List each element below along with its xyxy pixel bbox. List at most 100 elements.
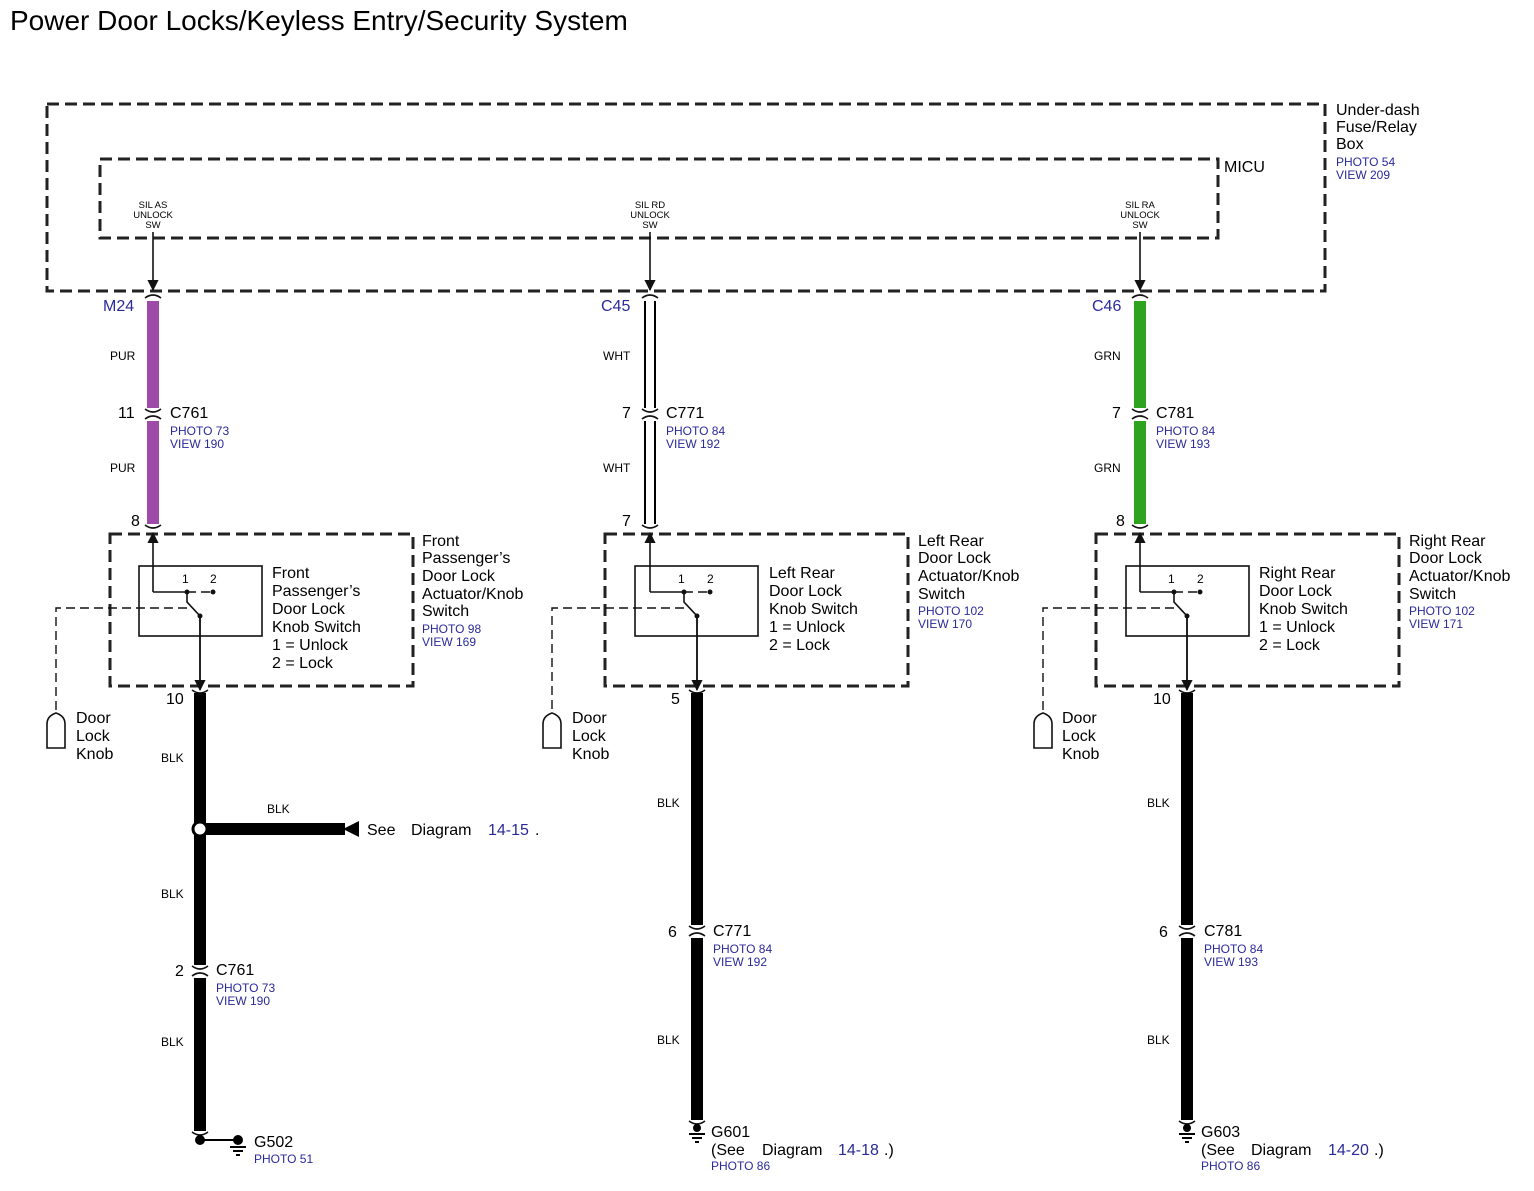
wire-color-label: PUR (110, 349, 136, 363)
switch-pos-2: 2 (1197, 572, 1204, 586)
switch-pin-out: 5 (671, 691, 680, 708)
terminal-label: C45 (601, 298, 630, 315)
diagram-word: Diagram (762, 1142, 822, 1159)
ground-point (693, 1124, 701, 1132)
photo-ref[interactable]: PHOTO 86 (711, 1159, 770, 1173)
connector-name: C761 (216, 962, 254, 979)
switch-box-name: Left Rear (918, 533, 984, 550)
fuse-box-photo-ref[interactable]: PHOTO 54 (1336, 155, 1395, 169)
punctuation: .) (1374, 1142, 1384, 1159)
switch-pin-in: 7 (622, 513, 631, 530)
fuse-box-view-ref[interactable]: VIEW 209 (1336, 168, 1390, 182)
micu-pin-label: SW (642, 220, 657, 231)
switch-box-name: Door Lock (1409, 550, 1483, 567)
circuit-front-passenger: M24 PUR 11 C761 PHOTO 73 VIEW 190 PUR 8 … (46, 294, 539, 1166)
view-ref[interactable]: VIEW 190 (170, 437, 224, 451)
ground-point (1183, 1124, 1191, 1132)
micu-pin-ra: SIL RA UNLOCK SW (1120, 200, 1160, 231)
switch-pos-2: 2 (707, 572, 714, 586)
switch-box-name: Actuator/Knob (918, 568, 1020, 585)
wire-color-label: BLK (657, 796, 680, 810)
diagram-ref-link[interactable]: 14-18 (838, 1142, 879, 1159)
punctuation: . (535, 822, 539, 839)
view-ref[interactable]: VIEW 192 (713, 955, 767, 969)
connector-symbol (144, 524, 162, 529)
knob-label: Lock (76, 728, 111, 745)
diagram-ref-link[interactable]: 14-15 (488, 822, 529, 839)
micu-label: MICU (1224, 159, 1265, 176)
view-ref[interactable]: VIEW 193 (1156, 437, 1210, 451)
switch-box-name: Passenger’s (422, 550, 510, 567)
ground-icon (1179, 1133, 1195, 1143)
photo-ref[interactable]: PHOTO 84 (1204, 942, 1263, 956)
wire-color-label: BLK (1147, 796, 1170, 810)
switch-box-name: Front (422, 533, 460, 550)
switch-box-outline (1094, 532, 1401, 688)
switch-label-line: Right Rear (1259, 565, 1336, 582)
knob-label: Knob (76, 746, 113, 763)
wire-color-label: WHT (603, 349, 631, 363)
photo-ref[interactable]: PHOTO 51 (254, 1152, 313, 1166)
circuit-left-rear: C45 WHT 7 C771 PHOTO 84 VIEW 192 WHT 7 1… (542, 294, 1020, 1173)
micu-pin-label: SIL AS (139, 200, 168, 211)
switch-pole (707, 589, 713, 595)
ground-point (233, 1135, 243, 1145)
photo-ref[interactable]: PHOTO 98 (422, 622, 481, 636)
switch-box-name: Actuator/Knob (422, 586, 524, 603)
view-ref[interactable]: VIEW 169 (422, 635, 476, 649)
switch-pin-in: 8 (131, 513, 140, 530)
knob-label: Lock (572, 728, 607, 745)
view-ref[interactable]: VIEW 170 (918, 617, 972, 631)
photo-ref[interactable]: PHOTO 84 (713, 942, 772, 956)
switch-contact (650, 591, 698, 688)
knob-label: Lock (1062, 728, 1097, 745)
ground-name: G502 (254, 1134, 293, 1151)
photo-ref[interactable]: PHOTO 84 (1156, 424, 1215, 438)
view-ref[interactable]: VIEW 171 (1409, 617, 1463, 631)
view-ref[interactable]: VIEW 190 (216, 994, 270, 1008)
photo-ref[interactable]: PHOTO 73 (216, 981, 275, 995)
micu-pin-label: UNLOCK (133, 210, 173, 221)
switch-pos-2: 2 (210, 572, 217, 586)
diagram-ref-link[interactable]: 14-20 (1328, 1142, 1369, 1159)
switch-box-name: Door Lock (918, 550, 992, 567)
switch-contact (153, 591, 201, 688)
knob-label: Door (76, 710, 111, 727)
connector-name: C771 (666, 405, 704, 422)
door-lock-knob-icon (46, 712, 66, 749)
micu-outline (98, 157, 1220, 240)
continuation-arrow-icon (343, 821, 359, 837)
switch-contact (1140, 591, 1188, 688)
switch-box-name: Switch (918, 586, 965, 603)
photo-ref[interactable]: PHOTO 84 (666, 424, 725, 438)
switch-box-name: Actuator/Knob (1409, 568, 1511, 585)
view-ref[interactable]: VIEW 192 (666, 437, 720, 451)
connector-symbol (641, 294, 659, 299)
photo-ref[interactable]: PHOTO 102 (918, 604, 984, 618)
wire-color-label: BLK (161, 751, 184, 765)
switch-pin-out: 10 (1153, 691, 1171, 708)
photo-ref[interactable]: PHOTO 73 (170, 424, 229, 438)
photo-ref[interactable]: PHOTO 102 (1409, 604, 1475, 618)
wire-color-label: GRN (1094, 461, 1121, 475)
wire-color-label: BLK (657, 1033, 680, 1047)
connector-symbol (688, 689, 706, 694)
fuse-box-name-line: Box (1336, 136, 1364, 153)
micu-pin-label: UNLOCK (630, 210, 670, 221)
switch-pole (210, 589, 216, 595)
photo-ref[interactable]: PHOTO 86 (1201, 1159, 1260, 1173)
wire-color-label: WHT (603, 461, 631, 475)
switch-pole (184, 589, 190, 595)
terminal-label: M24 (103, 298, 134, 315)
connector-symbol (1131, 524, 1149, 529)
diagram-word: Diagram (411, 822, 471, 839)
door-lock-knob-icon (542, 712, 562, 749)
wire-color-label: PUR (110, 461, 136, 475)
switch-label-line: Door Lock (769, 583, 843, 600)
see-text: (See (711, 1142, 745, 1159)
view-ref[interactable]: VIEW 193 (1204, 955, 1258, 969)
connector-symbol (688, 925, 706, 937)
micu-pin-label: SW (1132, 220, 1147, 231)
connector-symbol (144, 408, 162, 420)
